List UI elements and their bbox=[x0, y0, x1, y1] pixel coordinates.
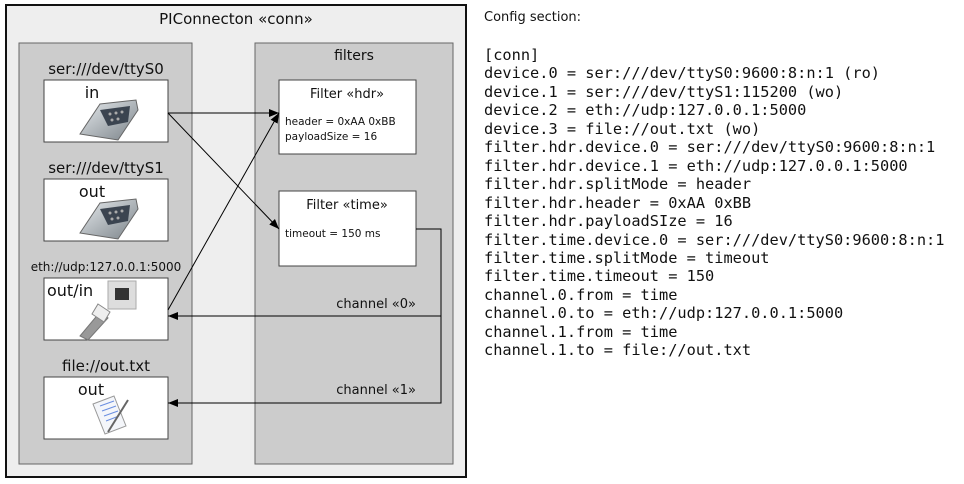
config-line: filter.time.device.0 = ser:///dev/ttyS0:… bbox=[484, 230, 945, 249]
serial-port-icon bbox=[79, 198, 139, 240]
device-box: in bbox=[43, 79, 169, 143]
device-box: out bbox=[43, 376, 169, 440]
config-line: device.2 = eth://udp:127.0.0.1:5000 bbox=[484, 101, 807, 120]
config-line: channel.0.from = time bbox=[484, 285, 678, 304]
channel-0-line bbox=[168, 228, 442, 320]
config-line: channel.1.to = file://out.txt bbox=[484, 341, 752, 360]
config-line: filter.hdr.payloadSIze = 16 bbox=[484, 212, 733, 231]
config-line: device.0 = ser:///dev/ttyS0:9600:8:n:1 (… bbox=[484, 64, 881, 83]
config-lines: [conn]device.0 = ser:///dev/ttyS0:9600:8… bbox=[484, 46, 944, 360]
filter-title: Filter «time» bbox=[306, 198, 388, 213]
text-file-icon bbox=[92, 395, 129, 435]
config-line: device.1 = ser:///dev/ttyS1:115200 (wo) bbox=[484, 82, 844, 101]
channel-label: channel «1» bbox=[336, 383, 416, 398]
device-label: ser:///dev/ttyS1 bbox=[48, 159, 164, 177]
filter-param: header = 0xAA 0xBB bbox=[285, 116, 396, 128]
config-line: [conn] bbox=[484, 46, 540, 64]
channel-label: channel «0» bbox=[336, 297, 416, 312]
device-label: eth://udp:127.0.0.1:5000 bbox=[31, 260, 182, 274]
device-label: file://out.txt bbox=[62, 357, 150, 375]
arrow-eth-to-hdr bbox=[167, 112, 280, 311]
config-line: filter.hdr.header = 0xAA 0xBB bbox=[484, 193, 752, 212]
filters-label: filters bbox=[334, 48, 374, 64]
config-line: filter.hdr.splitMode = header bbox=[484, 175, 752, 194]
device-mode: out bbox=[79, 182, 105, 201]
device-mode: out bbox=[78, 380, 104, 399]
config-line: channel.1.from = time bbox=[484, 322, 678, 341]
device-box: out/in bbox=[43, 277, 169, 341]
config-title: Config section: bbox=[484, 10, 582, 25]
config-line: channel.0.to = eth://udp:127.0.0.1:5000 bbox=[484, 304, 844, 323]
diagram-title: PIConnecton «conn» bbox=[159, 10, 313, 28]
filter-box-time: Filter «time» timeout = 150 ms bbox=[278, 190, 417, 267]
config-line: filter.time.timeout = 150 bbox=[484, 267, 715, 286]
filter-box-hdr: Filter «hdr» header = 0xAA 0xBB payloadS… bbox=[278, 79, 417, 155]
config-line: filter.hdr.device.1 = eth://udp:127.0.0.… bbox=[484, 156, 908, 175]
device-mode: in bbox=[85, 83, 100, 102]
channel-1-line bbox=[168, 316, 442, 407]
config-section: Config section: [conn]device.0 = ser:///… bbox=[484, 8, 944, 360]
config-line: filter.hdr.device.0 = ser:///dev/ttyS0:9… bbox=[484, 138, 936, 157]
connection-diagram: PIConnecton «conn» filters ser:///dev/tt… bbox=[5, 4, 467, 478]
config-line: filter.time.splitMode = timeout bbox=[484, 248, 770, 267]
arrow-ttyS0-to-time bbox=[167, 112, 280, 230]
device-label: ser:///dev/ttyS0 bbox=[48, 60, 164, 78]
serial-port-icon bbox=[79, 99, 139, 141]
config-line: device.3 = file://out.txt (wo) bbox=[484, 119, 761, 138]
filter-title: Filter «hdr» bbox=[310, 87, 384, 102]
filter-param: payloadSize = 16 bbox=[285, 131, 377, 143]
ethernet-cable-icon bbox=[79, 280, 137, 341]
device-box: out bbox=[43, 178, 169, 242]
filter-param: timeout = 150 ms bbox=[285, 228, 380, 240]
device-mode: out/in bbox=[47, 281, 93, 300]
